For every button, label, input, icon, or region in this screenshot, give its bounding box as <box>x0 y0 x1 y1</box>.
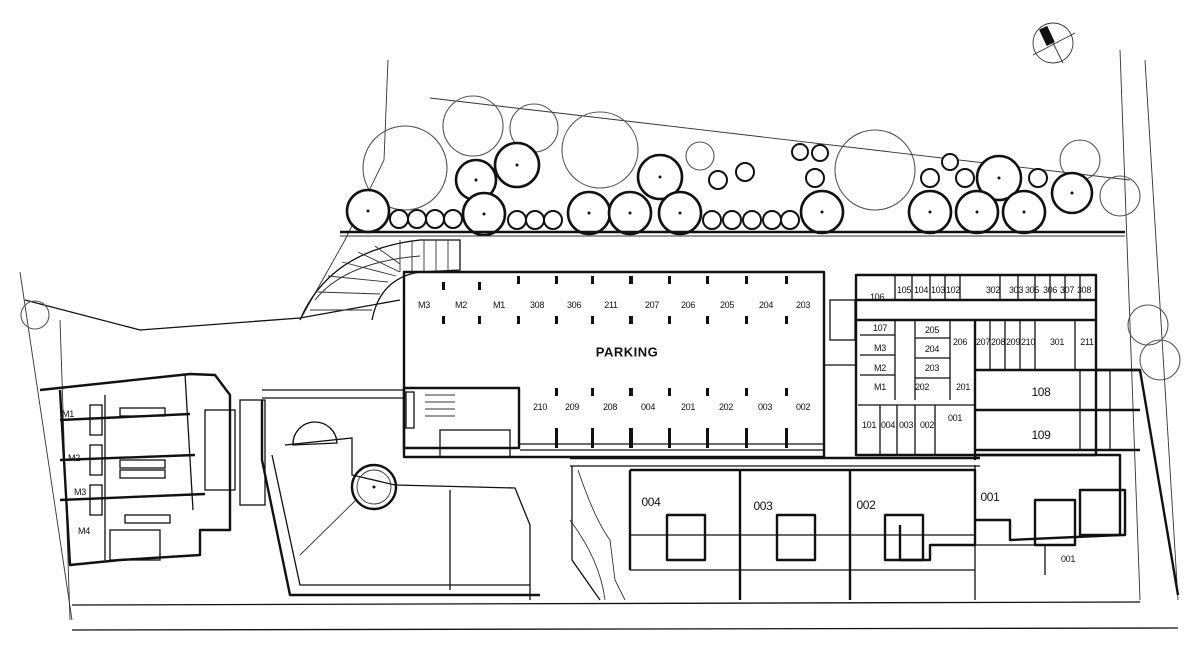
unit-label: M4 <box>78 526 90 536</box>
parking-space-label: 208 <box>602 402 618 412</box>
unit-label: 202 <box>914 382 930 392</box>
unit-label: 104 <box>913 285 929 295</box>
parking-space-label: 206 <box>680 300 696 310</box>
unit-label: 001 <box>947 413 963 423</box>
unit-label: 306 <box>1042 285 1058 295</box>
unit-label: 001 <box>1060 554 1076 564</box>
unit-label: 102 <box>945 285 961 295</box>
parking-space-label: 202 <box>718 402 734 412</box>
parking-space-label: M3 <box>418 300 430 310</box>
parking-space-label: 002 <box>795 402 811 412</box>
unit-label: 301 <box>1049 337 1065 347</box>
unit-label: 209 <box>1005 337 1021 347</box>
parking-space-label: 308 <box>529 300 545 310</box>
parking-space-label: 205 <box>719 300 735 310</box>
unit-label: 211 <box>1080 337 1094 347</box>
unit-label: 302 <box>985 285 1001 295</box>
parking-space-label: 306 <box>566 300 582 310</box>
unit-label: M3 <box>74 487 86 497</box>
unit-label: 001 <box>980 490 1000 504</box>
parking-space-label: 203 <box>795 300 811 310</box>
parking-space-label: 004 <box>640 402 656 412</box>
unit-label: 003 <box>753 499 773 513</box>
west-building <box>39 372 266 567</box>
unit-label: 305 <box>1024 285 1040 295</box>
unit-label: 004 <box>880 420 896 430</box>
parking-space-label: 211 <box>604 300 618 310</box>
parking-space-label: 209 <box>564 402 580 412</box>
south-building <box>628 453 1127 600</box>
unit-label: 107 <box>872 323 888 333</box>
unit-label: 208 <box>990 337 1006 347</box>
parking-space-label: 003 <box>757 402 773 412</box>
unit-label: 004 <box>641 495 661 509</box>
parking-space-label: M2 <box>455 300 467 310</box>
unit-label: M3 <box>874 343 886 353</box>
parking-space-label: 207 <box>644 300 660 310</box>
parking-space-label: 204 <box>758 300 774 310</box>
unit-label: M2 <box>874 363 886 373</box>
unit-label: M1 <box>62 409 74 419</box>
unit-label: 206 <box>952 337 968 347</box>
unit-label: 303 <box>1008 285 1024 295</box>
unit-label: 109 <box>1031 428 1051 442</box>
stair-core <box>405 391 455 429</box>
tree-planting <box>20 95 1181 381</box>
unit-label: 002 <box>919 420 935 430</box>
unit-label: 106 <box>869 292 885 302</box>
unit-label: M2 <box>68 453 80 463</box>
unit-label: 003 <box>898 420 914 430</box>
unit-label: 103 <box>930 285 946 295</box>
unit-label: 204 <box>924 344 940 354</box>
east-building <box>824 273 1180 596</box>
unit-label: 203 <box>924 363 940 373</box>
unit-label: 002 <box>856 498 876 512</box>
unit-label: 108 <box>1031 385 1051 399</box>
parking-space-label: 201 <box>680 402 696 412</box>
unit-label: 207 <box>975 337 991 347</box>
parking-space-label: M1 <box>493 300 505 310</box>
north-arrow-icon <box>1032 22 1076 64</box>
parking-space-label: 210 <box>532 402 548 412</box>
unit-label: M1 <box>874 382 886 392</box>
courtyard <box>260 389 540 600</box>
unit-label: 307 <box>1059 285 1075 295</box>
curved-staircase <box>299 239 461 321</box>
unit-label: 101 <box>861 420 877 430</box>
landscape-path <box>569 466 626 601</box>
unit-label: 201 <box>955 382 971 392</box>
unit-label: 210 <box>1020 337 1036 347</box>
unit-label: 105 <box>896 285 912 295</box>
parking-label: PARKING <box>595 344 659 360</box>
unit-label: 308 <box>1076 285 1092 295</box>
unit-label: 205 <box>924 325 940 335</box>
